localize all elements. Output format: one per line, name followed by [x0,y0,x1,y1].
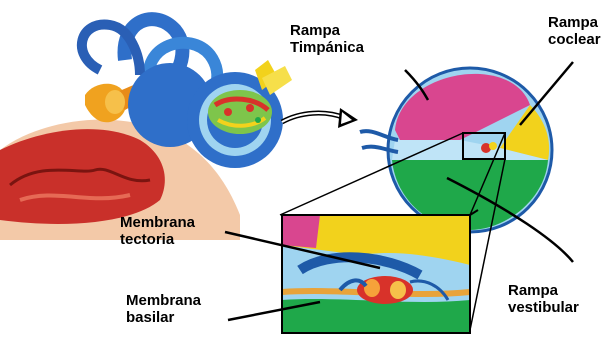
membrana-tectoria-label: Membrana tectoria [120,214,195,248]
membrana-basilar-line2: basilar [126,309,201,326]
rampa-coclear-label: Rampa coclear [548,14,601,48]
rampa-coclear-line2: coclear [548,31,601,48]
rampa-vestibular-label: Rampa vestibular [508,282,579,316]
magnified-organ-of-corti [282,210,478,333]
rampa-timpanica-label: Rampa Timpánica [290,22,364,56]
rampa-vestibular-line1: Rampa [508,282,579,299]
membrana-tectoria-line1: Membrana [120,214,195,231]
membrana-basilar-line1: Membrana [126,292,201,309]
rampa-timpanica-line2: Timpánica [290,39,364,56]
rampa-coclear-line1: Rampa [548,14,601,31]
membrana-tectoria-line2: tectoria [120,231,195,248]
cochlea-cross-section [360,68,552,232]
pointer-arrow [282,108,358,128]
rampa-timpanica-line1: Rampa [290,22,364,39]
membrana-basilar-label: Membrana basilar [126,292,201,326]
rampa-vestibular-line2: vestibular [508,299,579,316]
